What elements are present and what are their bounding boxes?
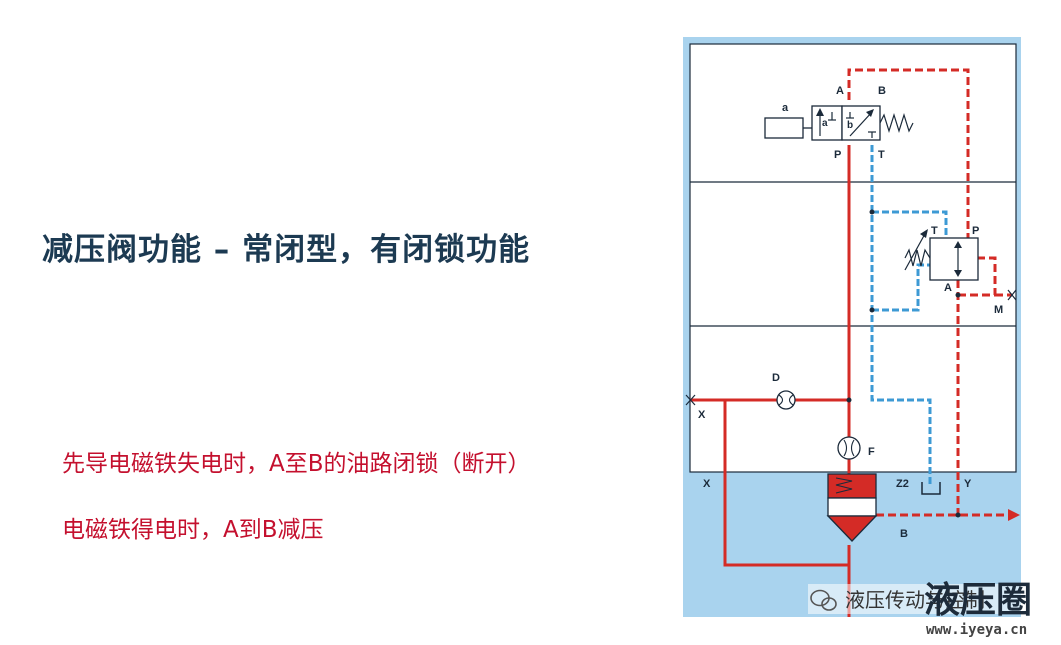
watermark: 液压传动与控制 液压圈 www.iyeya.cn bbox=[808, 580, 1061, 639]
label-port-Z2: Z2 bbox=[896, 478, 909, 490]
label-orifice-F: F bbox=[868, 446, 875, 458]
label-port-B-out: B bbox=[900, 528, 908, 540]
label-position-a: a bbox=[822, 118, 828, 129]
label-position-b: b bbox=[847, 120, 853, 131]
page-title: 减压阀功能 – 常闭型，有闭锁功能 bbox=[42, 232, 531, 268]
label-port-X-upper: X bbox=[698, 409, 706, 421]
label-red-port-A: A bbox=[944, 282, 952, 294]
main-valve bbox=[826, 473, 878, 542]
label-port-Y: Y bbox=[964, 478, 972, 490]
label-port-M: M bbox=[994, 304, 1003, 316]
adjustable-spring-icon bbox=[904, 248, 931, 267]
note-deenergized: 先导电磁铁失电时，A至B的油路闭锁（断开） bbox=[62, 451, 531, 477]
solenoid-coil bbox=[764, 117, 804, 139]
label-dir-port-P: P bbox=[834, 149, 841, 161]
label-solenoid-a: a bbox=[782, 102, 789, 114]
label-red-port-T: T bbox=[931, 225, 938, 237]
wechat-icon bbox=[810, 589, 837, 611]
label-dir-port-B: B bbox=[878, 85, 886, 97]
junction-dots bbox=[846, 209, 961, 518]
flow-arrow-icon bbox=[1008, 509, 1020, 521]
watermark-name: 液压传动与控制 bbox=[845, 588, 985, 612]
label-dir-port-T: T bbox=[878, 149, 885, 161]
directional-valve bbox=[764, 105, 914, 141]
label-orifice-D: D bbox=[772, 372, 780, 384]
spring-icon bbox=[879, 112, 914, 134]
note-energized: 电磁铁得电时，A到B减压 bbox=[62, 517, 324, 543]
watermark-url: www.iyeya.cn bbox=[926, 622, 1027, 638]
label-dir-port-A: A bbox=[836, 85, 844, 97]
watermark-logo: 液压圈 bbox=[924, 580, 1032, 621]
label-port-X-lower: X bbox=[703, 478, 711, 490]
label-red-port-P: P bbox=[972, 225, 979, 237]
orifice-d bbox=[776, 390, 796, 410]
port-cross-icon bbox=[685, 289, 1017, 406]
orifice-f bbox=[837, 436, 861, 460]
reduced-pressure-line bbox=[847, 68, 1012, 517]
reducing-pilot-valve bbox=[904, 229, 979, 281]
tank-symbol-icon bbox=[921, 482, 941, 495]
